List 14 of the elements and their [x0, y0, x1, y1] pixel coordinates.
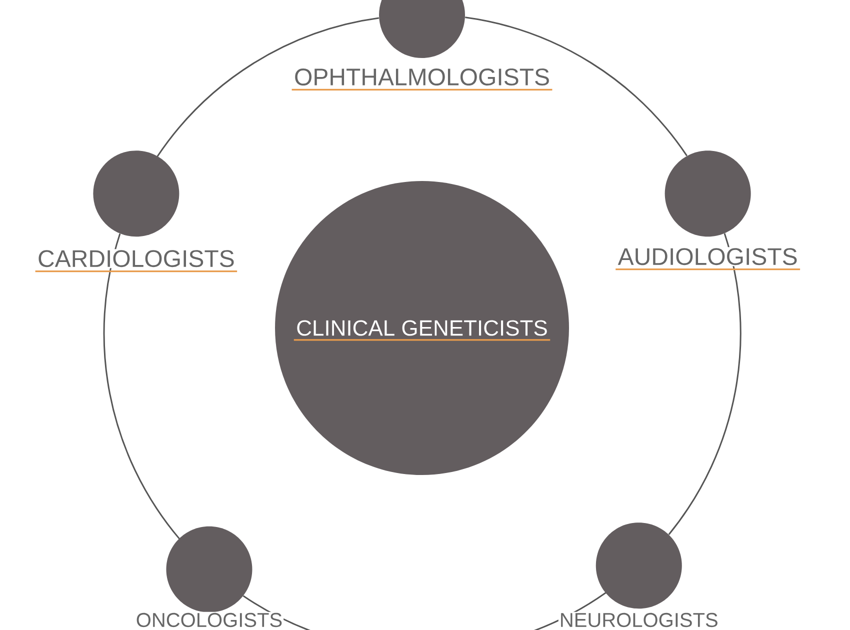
node-label: ONCOLOGISTS	[134, 612, 284, 628]
circle-node	[664, 150, 751, 237]
circle-node	[93, 150, 180, 237]
circle-node	[596, 522, 682, 609]
node-label: OPHTHALMOLOGISTS	[292, 68, 552, 90]
ring-arc	[668, 232, 742, 535]
ring-arc	[464, 16, 688, 156]
ring-arc	[103, 233, 180, 540]
node-label: CARDIOLOGISTS	[35, 249, 238, 272]
node-label: NEUROLOGISTS	[558, 612, 720, 628]
node-label: AUDIOLOGISTS	[616, 247, 800, 270]
node-label: CLINICAL GENETICISTS	[294, 320, 550, 341]
ring-arc	[156, 17, 380, 158]
circle-node	[166, 526, 252, 612]
